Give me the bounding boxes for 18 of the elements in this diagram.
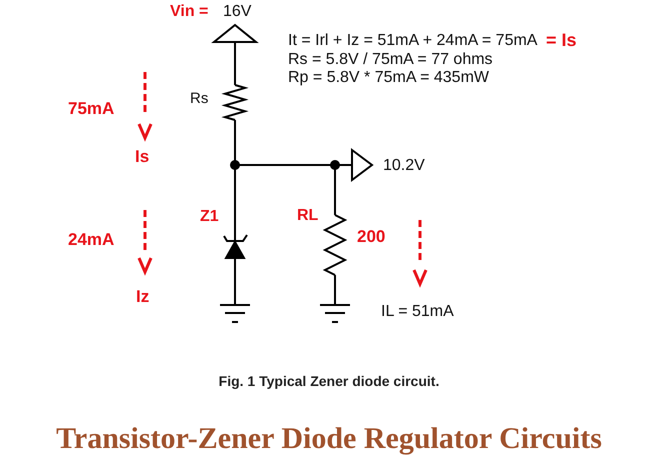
current-label: = Is <box>546 31 577 49</box>
resistance-value: 200 <box>357 228 386 245</box>
component-label: Rs <box>190 91 208 106</box>
equation-text: It = Irl + Iz = 51mA + 24mA = 75mA <box>288 33 538 49</box>
equation-text: Rs = 5.8V / 75mA = 77 ohms <box>288 52 493 68</box>
current-value: 75mA <box>68 100 114 117</box>
current-value: 24mA <box>68 231 114 248</box>
component-label: RL <box>297 208 318 224</box>
equation-text: Rp = 5.8V * 75mA = 435mW <box>288 70 489 86</box>
current-label: Is <box>135 148 150 165</box>
current-value: IL = 51mA <box>381 304 454 320</box>
voltage-label: Vin = <box>170 4 208 20</box>
voltage-value: 16V <box>223 4 252 20</box>
voltage-value: 10.2V <box>383 158 425 174</box>
current-label: Iz <box>136 288 150 305</box>
figure-caption: Fig. 1 Typical Zener diode circuit. <box>218 374 440 388</box>
component-label: Z1 <box>200 209 219 225</box>
page-title: Transistor-Zener Diode Regulator Circuits <box>55 424 603 454</box>
